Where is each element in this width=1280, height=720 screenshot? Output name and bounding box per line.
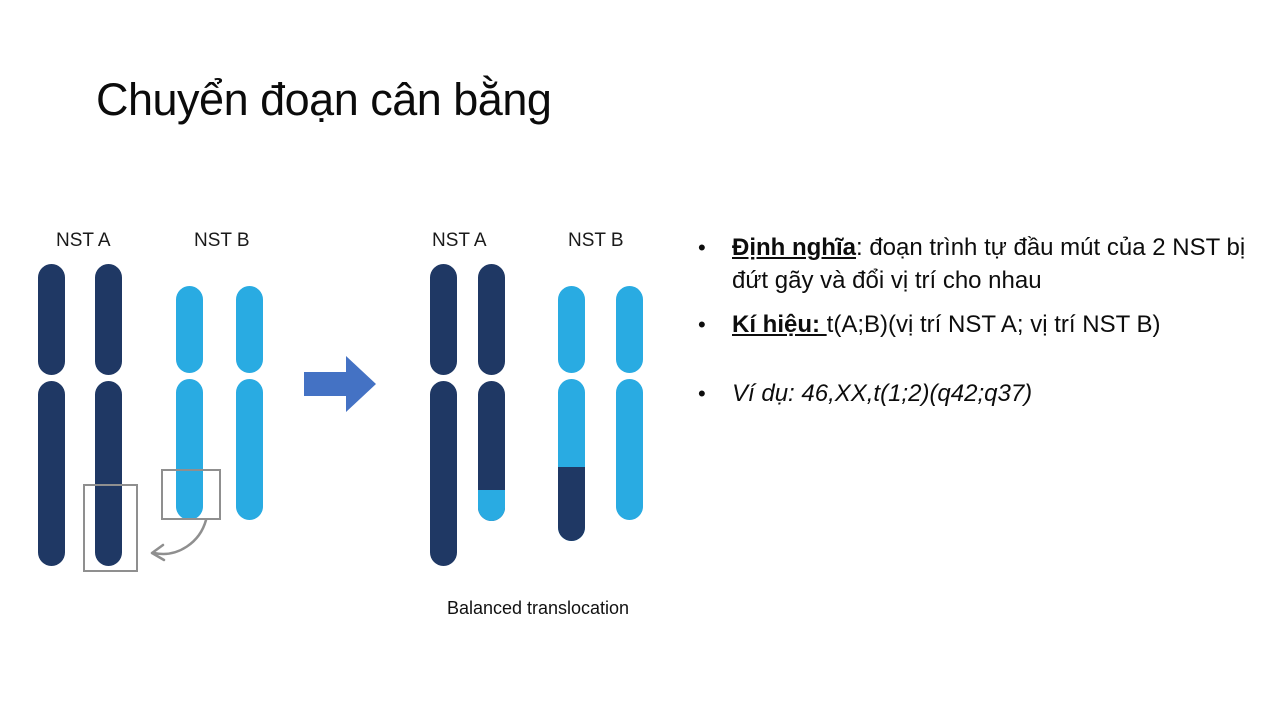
translocated-segment-light xyxy=(478,490,505,521)
bullet-example: • Ví dụ: 46,XX,t(1;2)(q42;q37) xyxy=(698,378,1266,411)
bullet-notation: • Kí hiệu: t(A;B)(vị trí NST A; vị trí N… xyxy=(698,309,1266,342)
chromosome-a1-after xyxy=(430,264,457,566)
exchange-curved-arrow xyxy=(150,518,208,562)
bullet-notation-lead: Kí hiệu: xyxy=(732,311,827,339)
chromosome-b1-before xyxy=(176,286,203,520)
chromosome-arm xyxy=(430,381,457,566)
chromosome-arm xyxy=(558,286,585,373)
diagram-caption: Balanced translocation xyxy=(446,598,630,618)
bullet-definition-rest: : đoạn trình tự đầu mút của 2 NST bị đứt… xyxy=(732,234,1246,294)
segment-box-a xyxy=(83,484,138,572)
chromosome-arm xyxy=(478,264,505,375)
chromosome-arm xyxy=(236,379,263,520)
chromosome-arm xyxy=(616,379,643,520)
bullet-list: • Định nghĩa: đoạn trình tự đầu mút của … xyxy=(698,232,1266,411)
chromosome-arm xyxy=(430,264,457,375)
chromosome-b1-after-translocated xyxy=(558,286,585,541)
bullet-notation-rest: t(A;B)(vị trí NST A; vị trí NST B) xyxy=(826,311,1161,339)
chromosome-arm xyxy=(616,286,643,373)
bullet-marker: • xyxy=(698,312,706,338)
chromosome-arm xyxy=(38,381,65,566)
chromosome-arm xyxy=(176,286,203,373)
bullet-example-text: Ví dụ: 46,XX,t(1;2)(q42;q37) xyxy=(732,379,1033,407)
label-right-nst-a: NST A xyxy=(432,230,487,251)
bullet-definition: • Định nghĩa: đoạn trình tự đầu mút của … xyxy=(698,232,1266,297)
bullet-marker: • xyxy=(698,380,706,406)
transition-arrow xyxy=(304,356,376,417)
translocated-segment-dark xyxy=(558,467,585,541)
slide-title: Chuyển đoạn cân bằng xyxy=(96,74,552,125)
chromosome-arm xyxy=(95,381,122,566)
label-left-nst-b: NST B xyxy=(194,230,250,251)
segment-box-b xyxy=(161,469,221,520)
chromosome-b2-after xyxy=(616,286,643,520)
right-block-arrow-icon xyxy=(304,356,376,412)
bullet-definition-text: Định nghĩa: đoạn trình tự đầu mút của 2 … xyxy=(732,232,1266,297)
chromosome-arm xyxy=(236,286,263,373)
chromosome-arm xyxy=(558,379,585,541)
chromosome-arm xyxy=(176,379,203,520)
chromosome-arm xyxy=(38,264,65,375)
chromosome-arm xyxy=(95,264,122,375)
chromosome-a2-after-translocated xyxy=(478,264,505,521)
bullet-definition-lead: Định nghĩa xyxy=(732,234,856,261)
chromosome-arm xyxy=(478,381,505,521)
chromosome-a1-before xyxy=(38,264,65,566)
label-left-nst-a: NST A xyxy=(56,230,111,251)
label-right-nst-b: NST B xyxy=(568,230,624,251)
chromosome-b2-before xyxy=(236,286,263,520)
chromosome-a2-before xyxy=(95,264,122,566)
bullet-marker: • xyxy=(698,235,706,260)
bullet-notation-text: Kí hiệu: t(A;B)(vị trí NST A; vị trí NST… xyxy=(732,309,1266,342)
